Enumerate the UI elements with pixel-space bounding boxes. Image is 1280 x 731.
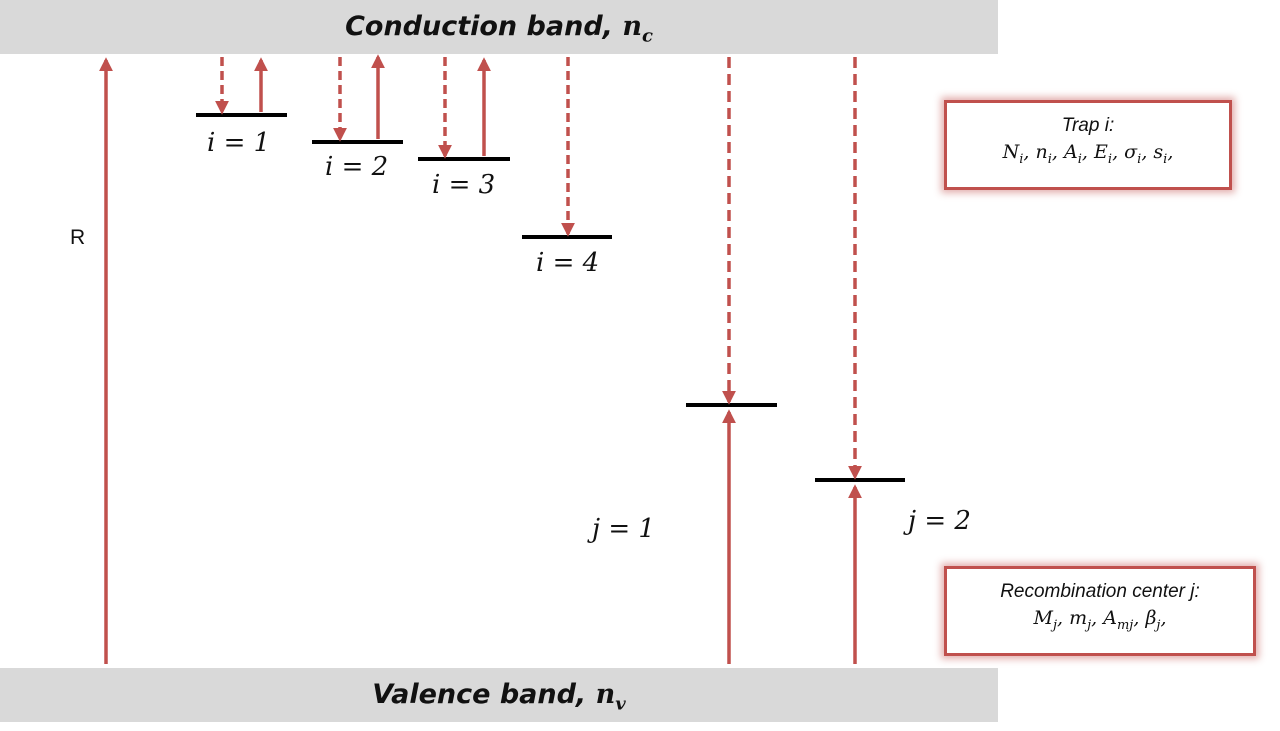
trap-box-params: Ni, ni, Ai, Ei, σi, si,: [1002, 141, 1174, 167]
trap-label-1: i = 1: [207, 128, 271, 158]
conduction-band: [0, 0, 998, 54]
excitation-label: R: [70, 226, 86, 249]
center-box-title: Recombination center j:: [1000, 581, 1200, 602]
trap-label-4: i = 4: [536, 248, 600, 278]
trap-label-2: i = 2: [325, 152, 389, 182]
center-label-1: j = 1: [592, 514, 655, 544]
valence-band: [0, 668, 998, 722]
trap-label-3: i = 3: [432, 170, 496, 200]
center-label-2: j = 2: [908, 506, 971, 536]
conduction-band-label: Conduction band, nc: [345, 11, 653, 47]
center-parameters-box: Recombination center j: Mj, mj, Amj, βj,: [944, 566, 1256, 656]
trap-box-title: Trap i:: [1061, 115, 1115, 136]
center-box-params: Mj, mj, Amj, βj,: [1033, 607, 1167, 633]
trap-parameters-box: Trap i: Ni, ni, Ai, Ei, σi, si,: [944, 100, 1232, 190]
valence-band-label: Valence band, nv: [372, 679, 626, 715]
